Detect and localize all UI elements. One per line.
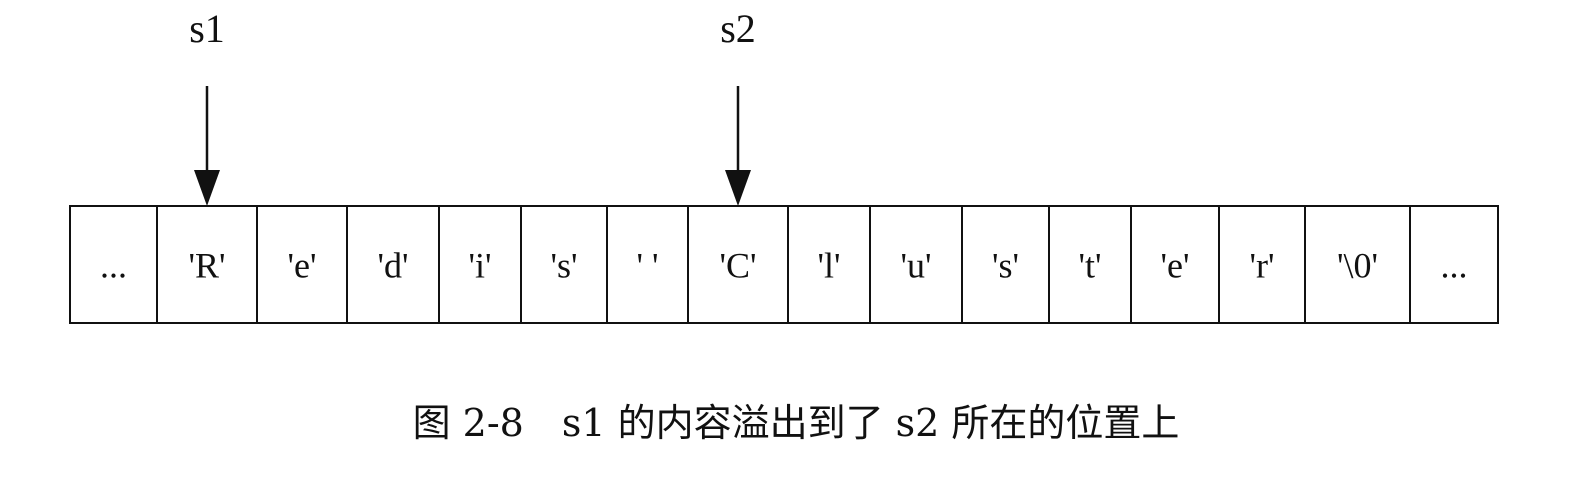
memory-cell: 'd': [346, 205, 440, 324]
memory-cell-box: [1130, 205, 1220, 324]
memory-cell: 'i': [438, 205, 522, 324]
memory-cell: 'e': [1130, 205, 1220, 324]
pointer-label: s1: [189, 6, 225, 51]
memory-cell-value: 's': [551, 246, 578, 286]
memory-cell: 'C': [687, 205, 789, 324]
memory-cell-value: ' ': [637, 246, 659, 286]
memory-cell: '\0': [1304, 205, 1411, 324]
memory-cell: ' ': [606, 205, 689, 324]
pointer-arrows: s1 s2: [189, 6, 756, 206]
memory-cell-value: 'd': [378, 246, 409, 286]
memory-cell: ...: [1409, 205, 1499, 324]
memory-cell: 'e': [256, 205, 348, 324]
memory-cell-box: [961, 205, 1050, 324]
memory-cell: 's': [961, 205, 1050, 324]
memory-cell-value: 'u': [901, 246, 932, 286]
memory-cell-value: 'C': [720, 246, 757, 286]
memory-cell-value: ...: [1441, 246, 1468, 286]
memory-cell-box: [1048, 205, 1132, 324]
pointer-s1: s1: [189, 6, 225, 206]
memory-cell-value: ...: [100, 246, 127, 286]
memory-cell-value: 't': [1079, 246, 1102, 286]
pointer-label: s2: [720, 6, 756, 51]
memory-cell-box: [869, 205, 963, 324]
memory-cell-value: 'l': [818, 246, 841, 286]
pointer-s2: s2: [720, 6, 756, 206]
memory-cell: ...: [69, 205, 158, 324]
memory-cell-box: [787, 205, 871, 324]
memory-cell-value: '\0': [1337, 246, 1378, 286]
memory-cell-value: 'R': [189, 246, 226, 286]
memory-cell-box: [1304, 205, 1411, 324]
memory-cell-box: [606, 205, 689, 324]
memory-cell-box: [1409, 205, 1499, 324]
memory-cell-value: 's': [992, 246, 1019, 286]
memory-cell: 'l': [787, 205, 871, 324]
memory-cell: 'R': [156, 205, 258, 324]
memory-cells: ... 'R' 'e' 'd' 'i' 's' ' ' 'C' 'l' 'u' 's' 't' 'e' '…: [69, 205, 1499, 324]
memory-cell-box: [438, 205, 522, 324]
memory-cell-value: 'e': [288, 246, 317, 286]
memory-cell: 'r': [1218, 205, 1306, 324]
memory-cell-box: [69, 205, 158, 324]
memory-cell-box: [346, 205, 440, 324]
memory-cell: 's': [520, 205, 608, 324]
memory-cell: 'u': [869, 205, 963, 324]
memory-cell: 't': [1048, 205, 1132, 324]
memory-cell-value: 'e': [1161, 246, 1190, 286]
pointer-arrow-head: [194, 170, 220, 206]
memory-cell-value: 'r': [1250, 246, 1275, 286]
memory-cell-value: 'i': [469, 246, 492, 286]
figure-caption: 图 2-8 s1 的内容溢出到了 s2 所在的位置上: [412, 401, 1180, 445]
pointer-arrow-head: [725, 170, 751, 206]
